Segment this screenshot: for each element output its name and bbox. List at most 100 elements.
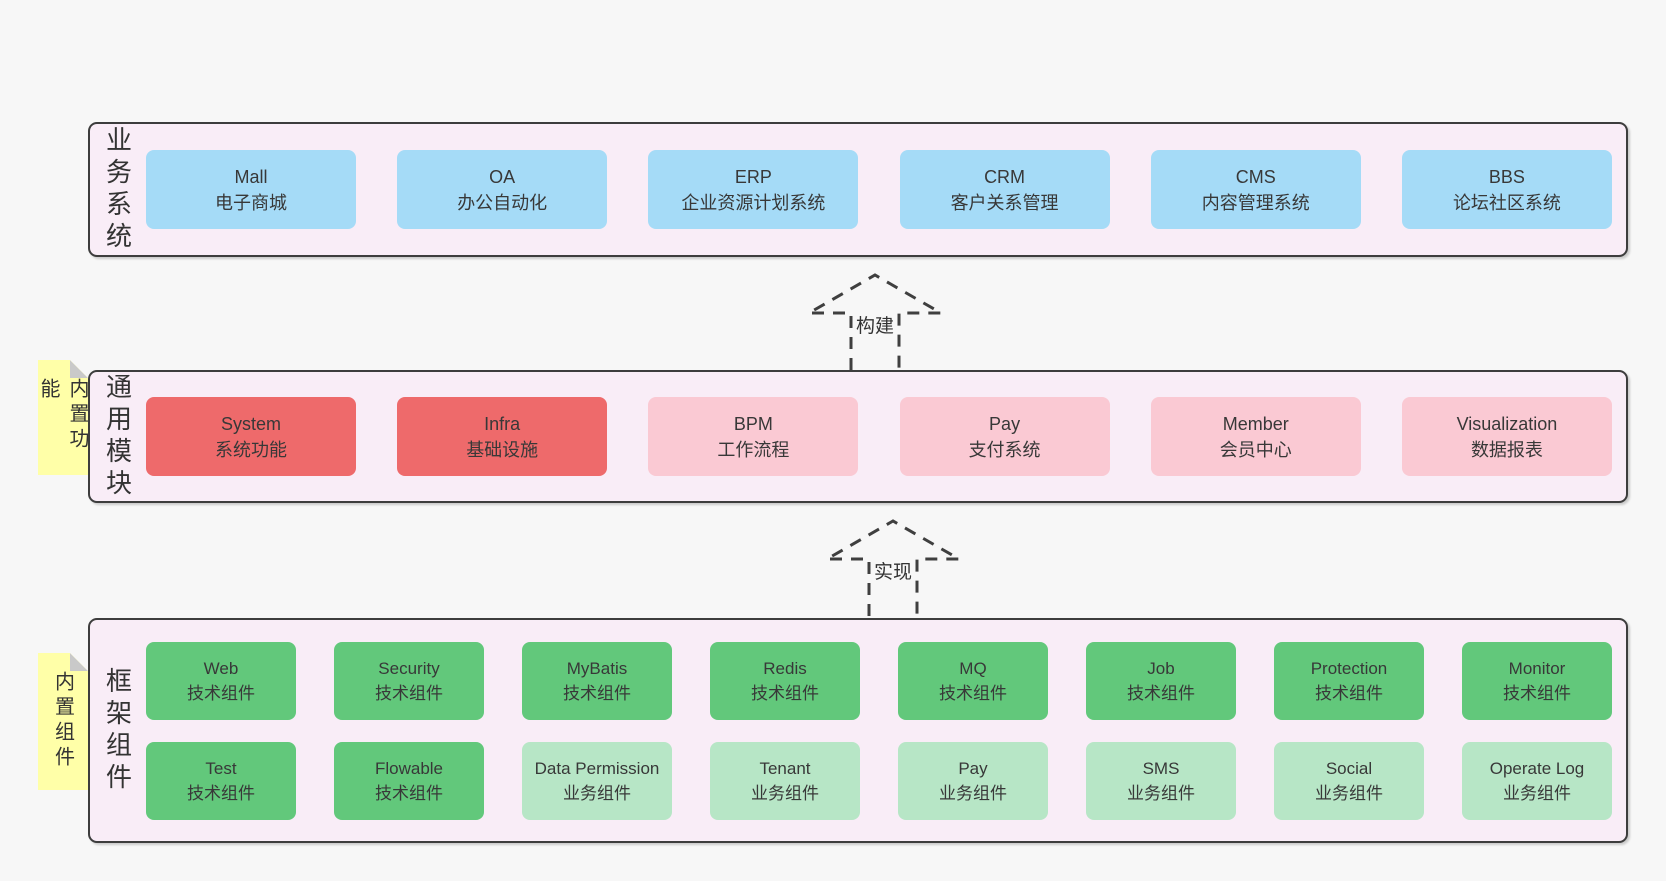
box-title: Flowable bbox=[374, 758, 444, 778]
box-subtitle: 技术组件 bbox=[187, 683, 255, 703]
layer-framework-components: 框架组件 Web 技术组件 Security 技术组件 MyBatis 技术组件… bbox=[88, 618, 1628, 843]
box-subtitle: 工作流程 bbox=[717, 439, 790, 460]
box-pay-module: Pay 支付系统 bbox=[899, 397, 1110, 476]
box-subtitle: 会员中心 bbox=[1219, 439, 1292, 460]
box-title: Security bbox=[378, 658, 440, 678]
box-subtitle: 业务组件 bbox=[751, 783, 819, 803]
box-subtitle: 数据报表 bbox=[1470, 439, 1543, 460]
box-subtitle: 内容管理系统 bbox=[1201, 192, 1310, 213]
arrow-implement-label: 实现 bbox=[870, 556, 916, 585]
dashed-up-arrow-icon bbox=[806, 273, 944, 370]
box-subtitle: 技术组件 bbox=[1315, 683, 1383, 703]
box-title: Member bbox=[1222, 413, 1289, 434]
layer-label-business-systems: 业务系统 bbox=[102, 125, 133, 254]
box-data-permission: Data Permission 业务组件 bbox=[522, 741, 672, 820]
box-redis: Redis 技术组件 bbox=[710, 641, 860, 720]
box-subtitle: 技术组件 bbox=[751, 683, 819, 703]
box-subtitle: 业务组件 bbox=[563, 783, 631, 803]
sticky-note-text: 内置功能 bbox=[37, 378, 88, 453]
sticky-note-text: 内置组件 bbox=[51, 671, 74, 771]
box-title: CRM bbox=[984, 166, 1026, 187]
box-title: Operate Log bbox=[1489, 758, 1585, 778]
box-visualization: Visualization 数据报表 bbox=[1401, 397, 1612, 476]
box-subtitle: 技术组件 bbox=[1127, 683, 1195, 703]
box-social: Social 业务组件 bbox=[1274, 741, 1424, 820]
box-subtitle: 技术组件 bbox=[1503, 683, 1571, 703]
layer-label-common-modules: 通用模块 bbox=[102, 372, 133, 501]
box-title: Infra bbox=[484, 413, 521, 434]
box-security: Security 技术组件 bbox=[334, 641, 484, 720]
box-title: MQ bbox=[959, 658, 987, 678]
box-mall: Mall 电子商城 bbox=[146, 150, 356, 229]
box-subtitle: 业务组件 bbox=[1127, 783, 1195, 803]
arrow-build-label: 构建 bbox=[852, 310, 898, 339]
box-pay-component: Pay 业务组件 bbox=[898, 741, 1048, 820]
box-subtitle: 技术组件 bbox=[187, 783, 255, 803]
sticky-note-builtin-features: 内置功能 bbox=[38, 360, 88, 475]
box-protection: Protection 技术组件 bbox=[1274, 641, 1424, 720]
framework-components-row-2: Test 技术组件 Flowable 技术组件 Data Permission … bbox=[146, 741, 1612, 820]
box-title: Data Permission bbox=[534, 758, 660, 778]
box-title: Pay bbox=[958, 758, 988, 778]
box-title: Web bbox=[203, 658, 239, 678]
box-crm: CRM 客户关系管理 bbox=[899, 150, 1110, 229]
box-subtitle: 技术组件 bbox=[939, 683, 1007, 703]
common-modules-row: System 系统功能 Infra 基础设施 BPM 工作流程 Pay 支付系统… bbox=[146, 372, 1612, 501]
arrow-build: 构建 bbox=[806, 272, 944, 370]
box-subtitle: 技术组件 bbox=[375, 683, 443, 703]
box-title: Job bbox=[1147, 658, 1175, 678]
box-title: System bbox=[220, 413, 281, 434]
box-subtitle: 客户关系管理 bbox=[950, 192, 1059, 213]
box-mq: MQ 技术组件 bbox=[898, 641, 1048, 720]
framework-components-rows: Web 技术组件 Security 技术组件 MyBatis 技术组件 Redi… bbox=[146, 620, 1612, 841]
box-title: Social bbox=[1325, 758, 1373, 778]
box-member: Member 会员中心 bbox=[1150, 397, 1361, 476]
box-title: Visualization bbox=[1456, 413, 1558, 434]
box-test: Test 技术组件 bbox=[146, 741, 296, 820]
box-subtitle: 支付系统 bbox=[968, 439, 1041, 460]
box-bpm: BPM 工作流程 bbox=[648, 397, 859, 476]
box-subtitle: 技术组件 bbox=[563, 683, 631, 703]
box-subtitle: 业务组件 bbox=[939, 783, 1007, 803]
box-title: Protection bbox=[1310, 658, 1388, 678]
layer-label-framework-components: 框架组件 bbox=[102, 666, 133, 795]
box-bbs: BBS 论坛社区系统 bbox=[1401, 150, 1612, 229]
box-monitor: Monitor 技术组件 bbox=[1462, 641, 1612, 720]
box-tenant: Tenant 业务组件 bbox=[710, 741, 860, 820]
box-operate-log: Operate Log 业务组件 bbox=[1462, 741, 1612, 820]
box-web: Web 技术组件 bbox=[146, 641, 296, 720]
box-title: OA bbox=[489, 166, 516, 187]
arrow-implement: 实现 bbox=[824, 518, 962, 618]
box-subtitle: 企业资源计划系统 bbox=[681, 192, 826, 213]
box-title: BPM bbox=[733, 413, 773, 434]
box-title: MyBatis bbox=[566, 658, 628, 678]
box-subtitle: 业务组件 bbox=[1503, 783, 1571, 803]
dashed-up-arrow-icon bbox=[824, 519, 962, 616]
box-subtitle: 论坛社区系统 bbox=[1452, 192, 1561, 213]
box-title: SMS bbox=[1142, 758, 1180, 778]
framework-components-row-1: Web 技术组件 Security 技术组件 MyBatis 技术组件 Redi… bbox=[146, 641, 1612, 720]
box-subtitle: 电子商城 bbox=[215, 192, 287, 213]
box-sms: SMS 业务组件 bbox=[1086, 741, 1236, 820]
box-title: Mall bbox=[234, 166, 268, 187]
box-oa: OA 办公自动化 bbox=[397, 150, 608, 229]
box-subtitle: 基础设施 bbox=[466, 439, 539, 460]
box-title: Tenant bbox=[759, 758, 811, 778]
box-flowable: Flowable 技术组件 bbox=[334, 741, 484, 820]
box-erp: ERP 企业资源计划系统 bbox=[648, 150, 859, 229]
box-subtitle: 技术组件 bbox=[375, 783, 443, 803]
box-subtitle: 系统功能 bbox=[215, 439, 287, 460]
box-mybatis: MyBatis 技术组件 bbox=[522, 641, 672, 720]
box-title: Monitor bbox=[1508, 658, 1566, 678]
box-subtitle: 业务组件 bbox=[1315, 783, 1383, 803]
layer-business-systems: 业务系统 Mall 电子商城 OA 办公自动化 ERP 企业资源计划系统 CRM… bbox=[88, 122, 1628, 257]
box-subtitle: 办公自动化 bbox=[457, 192, 548, 213]
box-job: Job 技术组件 bbox=[1086, 641, 1236, 720]
box-title: CMS bbox=[1235, 166, 1276, 187]
layer-common-modules: 通用模块 System 系统功能 Infra 基础设施 BPM 工作流程 Pay… bbox=[88, 370, 1628, 503]
box-title: Test bbox=[205, 758, 237, 778]
box-title: Pay bbox=[989, 413, 1021, 434]
box-title: ERP bbox=[734, 166, 772, 187]
sticky-note-builtin-components: 内置组件 bbox=[38, 653, 88, 790]
